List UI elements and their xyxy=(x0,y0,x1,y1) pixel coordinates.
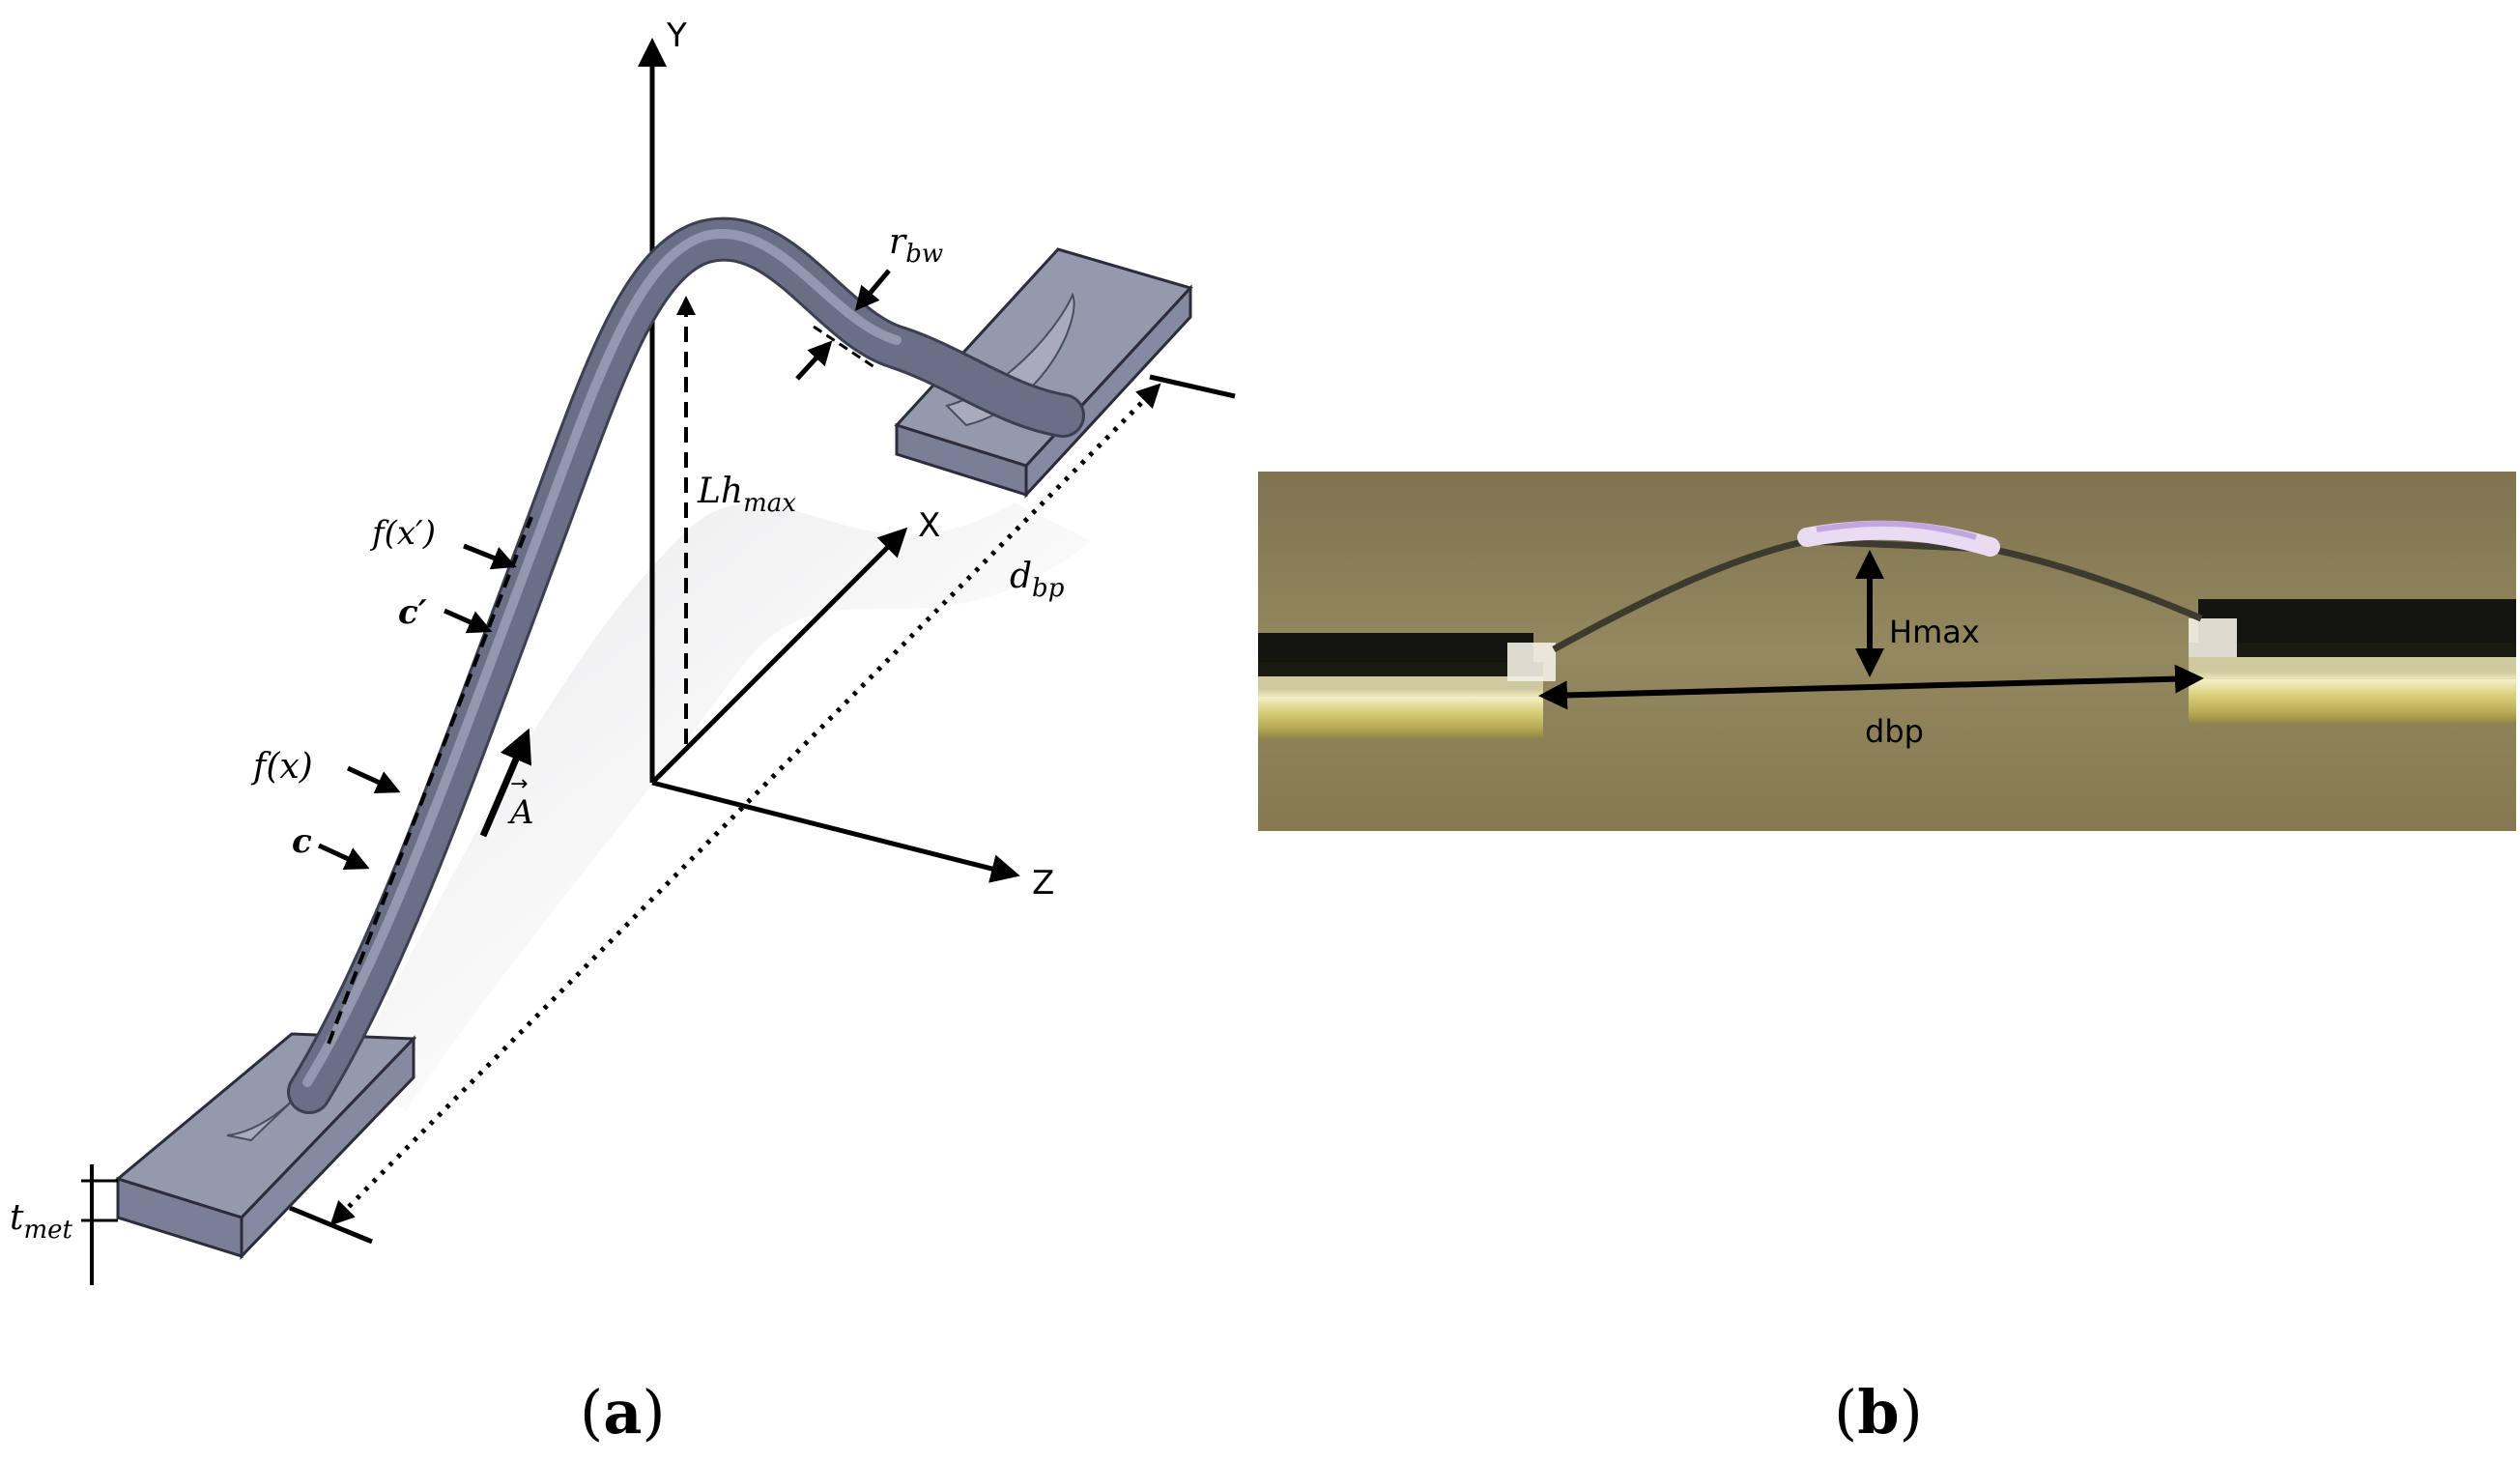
z-axis-label: Z xyxy=(1032,864,1054,903)
f-x-label: f(x) xyxy=(250,747,313,787)
r-bw-label: rbw xyxy=(889,222,943,269)
c-prime-arrow xyxy=(443,608,493,634)
vector-a-arrow xyxy=(479,728,532,838)
c-label: c xyxy=(292,822,312,861)
y-axis-label: Y xyxy=(666,16,687,55)
t-met-label: tmet xyxy=(10,1198,73,1245)
bond-wire-highlight xyxy=(302,229,902,1087)
c-prime-label: c′ xyxy=(398,593,427,632)
f-x-prime-label: f(x′) xyxy=(369,514,436,553)
dbp-arrow xyxy=(1538,664,2204,710)
caption-a: (a) xyxy=(580,1377,666,1448)
micrograph-left-pad xyxy=(1258,633,1556,739)
caption-b: (b) xyxy=(1834,1377,1923,1448)
dbp-label: dbp xyxy=(1865,713,1924,750)
panel-b: Hmax dbp (b) xyxy=(1258,472,2516,1448)
d-bp-tick-top xyxy=(1149,374,1236,399)
r-bw-arrow-lower xyxy=(795,340,833,381)
lh-max-label: Lhmax xyxy=(697,472,796,518)
d-bp-label: dbp xyxy=(1010,557,1065,603)
f-x-arrow xyxy=(346,765,401,793)
d-bp-tick-bottom xyxy=(289,1205,373,1245)
vector-a-label: A xyxy=(507,793,534,832)
panel-a: Y Z X Lhmax dbp xyxy=(10,16,1236,1448)
r-bw-cross-section xyxy=(813,325,875,369)
c-arrow xyxy=(317,843,370,871)
micrograph-right-pad xyxy=(2189,599,2516,725)
micrograph-wire-glare xyxy=(1797,520,2000,557)
wire-centerline xyxy=(327,516,533,1045)
f-x-prime-arrow xyxy=(463,543,517,570)
bond-pad-far xyxy=(894,247,1193,499)
r-bw-arrow-upper xyxy=(854,269,891,311)
x-axis-label: X xyxy=(918,506,940,545)
hmax-label: Hmax xyxy=(1889,614,1980,650)
vector-a-overarrow: → xyxy=(510,772,528,796)
z-axis xyxy=(651,780,1020,883)
bond-pad-near xyxy=(114,1032,417,1260)
